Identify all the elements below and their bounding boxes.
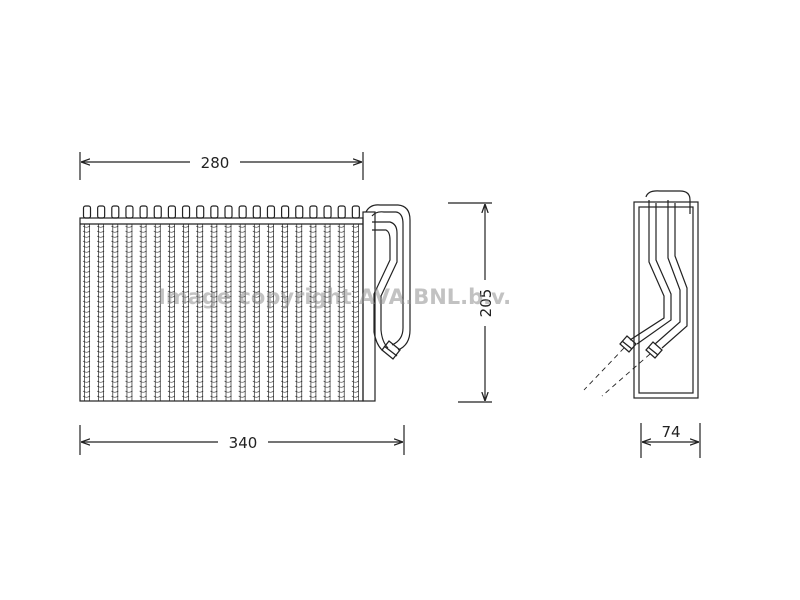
top-tube-ends bbox=[82, 205, 360, 219]
dimension-label-height: 205 bbox=[477, 289, 495, 318]
copyright-watermark: Image copyright AVA.BNL.b.v. bbox=[158, 285, 511, 309]
side-view-inner-frame bbox=[638, 206, 694, 394]
side-view-body bbox=[633, 201, 699, 399]
dimension-top-width: 280 bbox=[79, 152, 364, 180]
front-view bbox=[79, 204, 411, 402]
connection-pipes bbox=[365, 204, 411, 351]
end-plate bbox=[362, 211, 376, 402]
evaporator-core bbox=[79, 217, 364, 402]
side-view bbox=[583, 190, 699, 399]
dimension-overall-width: 340 bbox=[79, 425, 405, 455]
dimension-label-top-width: 280 bbox=[201, 154, 230, 172]
side-view-centerlines bbox=[583, 347, 651, 397]
dimension-depth: 74 bbox=[640, 423, 701, 458]
fin-tube-pattern bbox=[82, 224, 360, 401]
dimension-label-overall-width: 340 bbox=[229, 434, 258, 452]
pipe-fitting bbox=[381, 340, 401, 360]
dimension-label-depth: 74 bbox=[661, 423, 680, 441]
dimension-height: 205 bbox=[448, 202, 495, 403]
side-view-pipes bbox=[629, 200, 688, 349]
side-view-fittings bbox=[619, 335, 663, 359]
